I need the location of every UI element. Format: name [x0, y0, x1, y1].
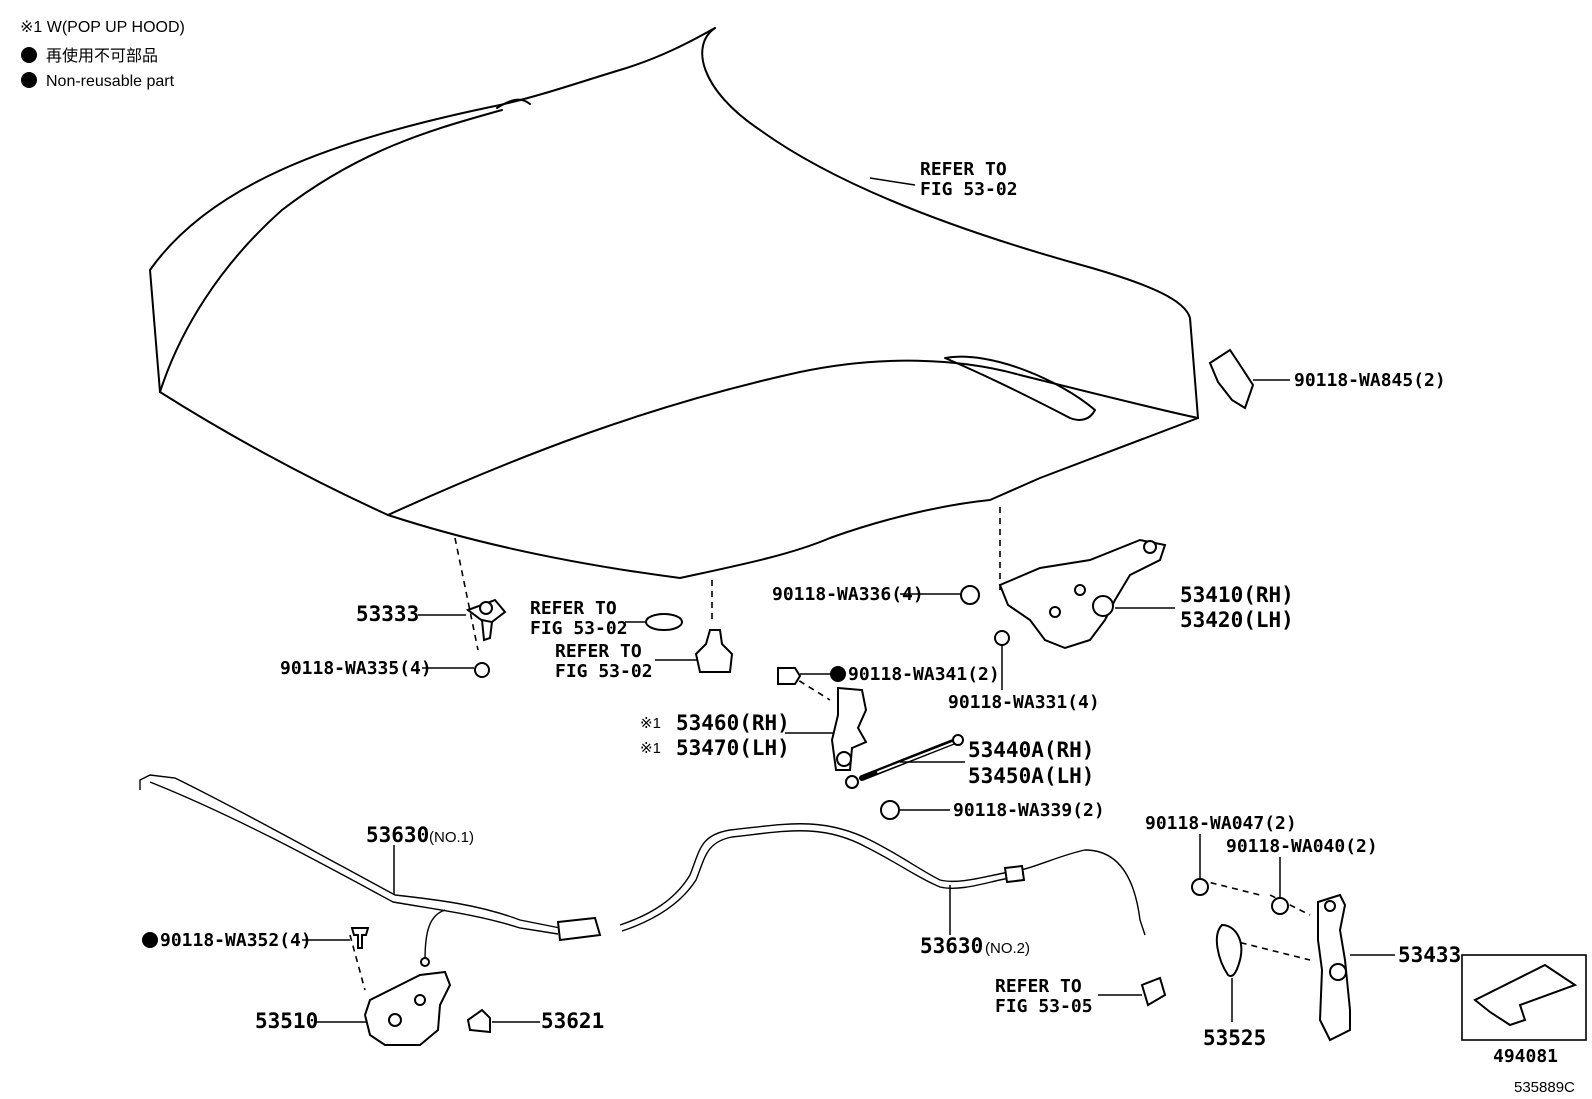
hood-support-53440a-53450a	[845, 734, 964, 789]
part-90118-wa845: 90118-WA845(2)	[1294, 370, 1446, 391]
refer-c-label-1: REFER TO	[995, 976, 1082, 997]
part-90118-wa341: 90118-WA341(2)	[848, 664, 1000, 685]
guide-line	[1229, 939, 1311, 961]
part-494081: 494081	[1493, 1046, 1558, 1067]
seal-ring	[645, 613, 683, 631]
clip-90118-wa040	[1271, 897, 1289, 915]
bolt-90118-wa341	[777, 667, 802, 685]
legend-non-reusable-en: Non-reusable part	[46, 73, 175, 90]
legend-pop-up-note: ※1 W(POP UP HOOD)	[20, 19, 185, 36]
hood-lock-53510	[363, 970, 452, 1046]
part-90118-wa047: 90118-WA047(2)	[1145, 813, 1297, 834]
clip-53621	[466, 1008, 491, 1034]
part-53525: 53525	[1203, 1026, 1266, 1050]
part-53630-no2: 53630	[920, 934, 983, 958]
part-53440a-rh: 53440A(RH)	[968, 738, 1094, 762]
part-90118-wa335: 90118-WA335(4)	[280, 658, 432, 679]
bumper-53333	[465, 598, 507, 642]
hinge-53410-53420	[998, 538, 1167, 650]
guide-line	[454, 537, 479, 651]
refer-c-label-2: FIG 53-05	[995, 996, 1093, 1017]
part-53510: 53510	[255, 1009, 318, 1033]
part-53333: 53333	[356, 602, 419, 626]
nut-90118-wa335	[474, 662, 490, 678]
part-53630-no2-suffix: (NO.2)	[985, 940, 1030, 957]
cable-clamp	[1140, 976, 1167, 1007]
nut-90118-wa331	[994, 630, 1010, 646]
non-reusable-dot-icon	[830, 666, 846, 682]
part-53621: 53621	[541, 1009, 604, 1033]
part-53410-rh: 53410(RH)	[1180, 583, 1294, 607]
part-53630-no1: 53630	[366, 823, 429, 847]
non-reusable-dot-icon	[142, 932, 158, 948]
part-90118-wa336: 90118-WA336(4)	[772, 584, 924, 605]
bolt-90118-wa336	[960, 585, 980, 605]
part-53630-no1-suffix: (NO.1)	[429, 829, 474, 846]
part-90118-wa331: 90118-WA331(4)	[948, 692, 1100, 713]
part-53460-rh: 53460(RH)	[676, 711, 790, 735]
release-cable-53630-no1	[139, 774, 602, 967]
part-90118-wa352: 90118-WA352(4)	[160, 930, 312, 951]
part-53420-lh: 53420(LH)	[1180, 608, 1294, 632]
part-53450a-lh: 53450A(LH)	[968, 764, 1094, 788]
striker-53433	[1317, 893, 1351, 1042]
guide-line	[789, 674, 831, 701]
part-90118-wa339: 90118-WA339(2)	[953, 800, 1105, 821]
refer-b-label-2: FIG 53-02	[555, 661, 653, 682]
guide-line	[1199, 879, 1261, 896]
release-cable-53630-no2	[619, 823, 1146, 936]
clip-90118-wa047	[1191, 878, 1209, 896]
mark-1b: ※1	[640, 740, 661, 757]
hood-bumper-stop	[694, 629, 734, 673]
seal-90118-wa845	[1208, 348, 1255, 410]
part-53433: 53433	[1398, 943, 1461, 967]
guide-line	[1269, 894, 1311, 916]
clip-90118-wa339	[880, 800, 900, 820]
hood-panel	[149, 27, 1199, 579]
part-53470-lh: 53470(LH)	[676, 736, 790, 760]
release-lever-53525	[1215, 923, 1243, 978]
refer-b-label-1: REFER TO	[555, 641, 642, 662]
hood-refer-leader	[869, 177, 916, 186]
hood-refer-label-1: REFER TO	[920, 159, 1007, 180]
legend: ※1 W(POP UP HOOD) 再使用不可部品 Non-reusable p…	[20, 19, 185, 90]
legend-non-reusable-jp: 再使用不可部品	[46, 46, 158, 65]
non-reusable-dot-icon	[21, 72, 37, 88]
non-reusable-dot-icon	[21, 47, 37, 63]
caution-label-icon	[1473, 963, 1578, 1027]
guide-line	[349, 934, 366, 991]
refer-a-label-1: REFER TO	[530, 598, 617, 619]
lift-actuator-53460-53470	[830, 686, 868, 771]
part-90118-wa040: 90118-WA040(2)	[1226, 836, 1378, 857]
screw-90118-wa352	[350, 927, 370, 949]
mark-1a: ※1	[640, 715, 661, 732]
figure-code: 535889C	[1514, 1079, 1575, 1096]
refer-a-label-2: FIG 53-02	[530, 618, 628, 639]
hood-refer-label-2: FIG 53-02	[920, 179, 1018, 200]
